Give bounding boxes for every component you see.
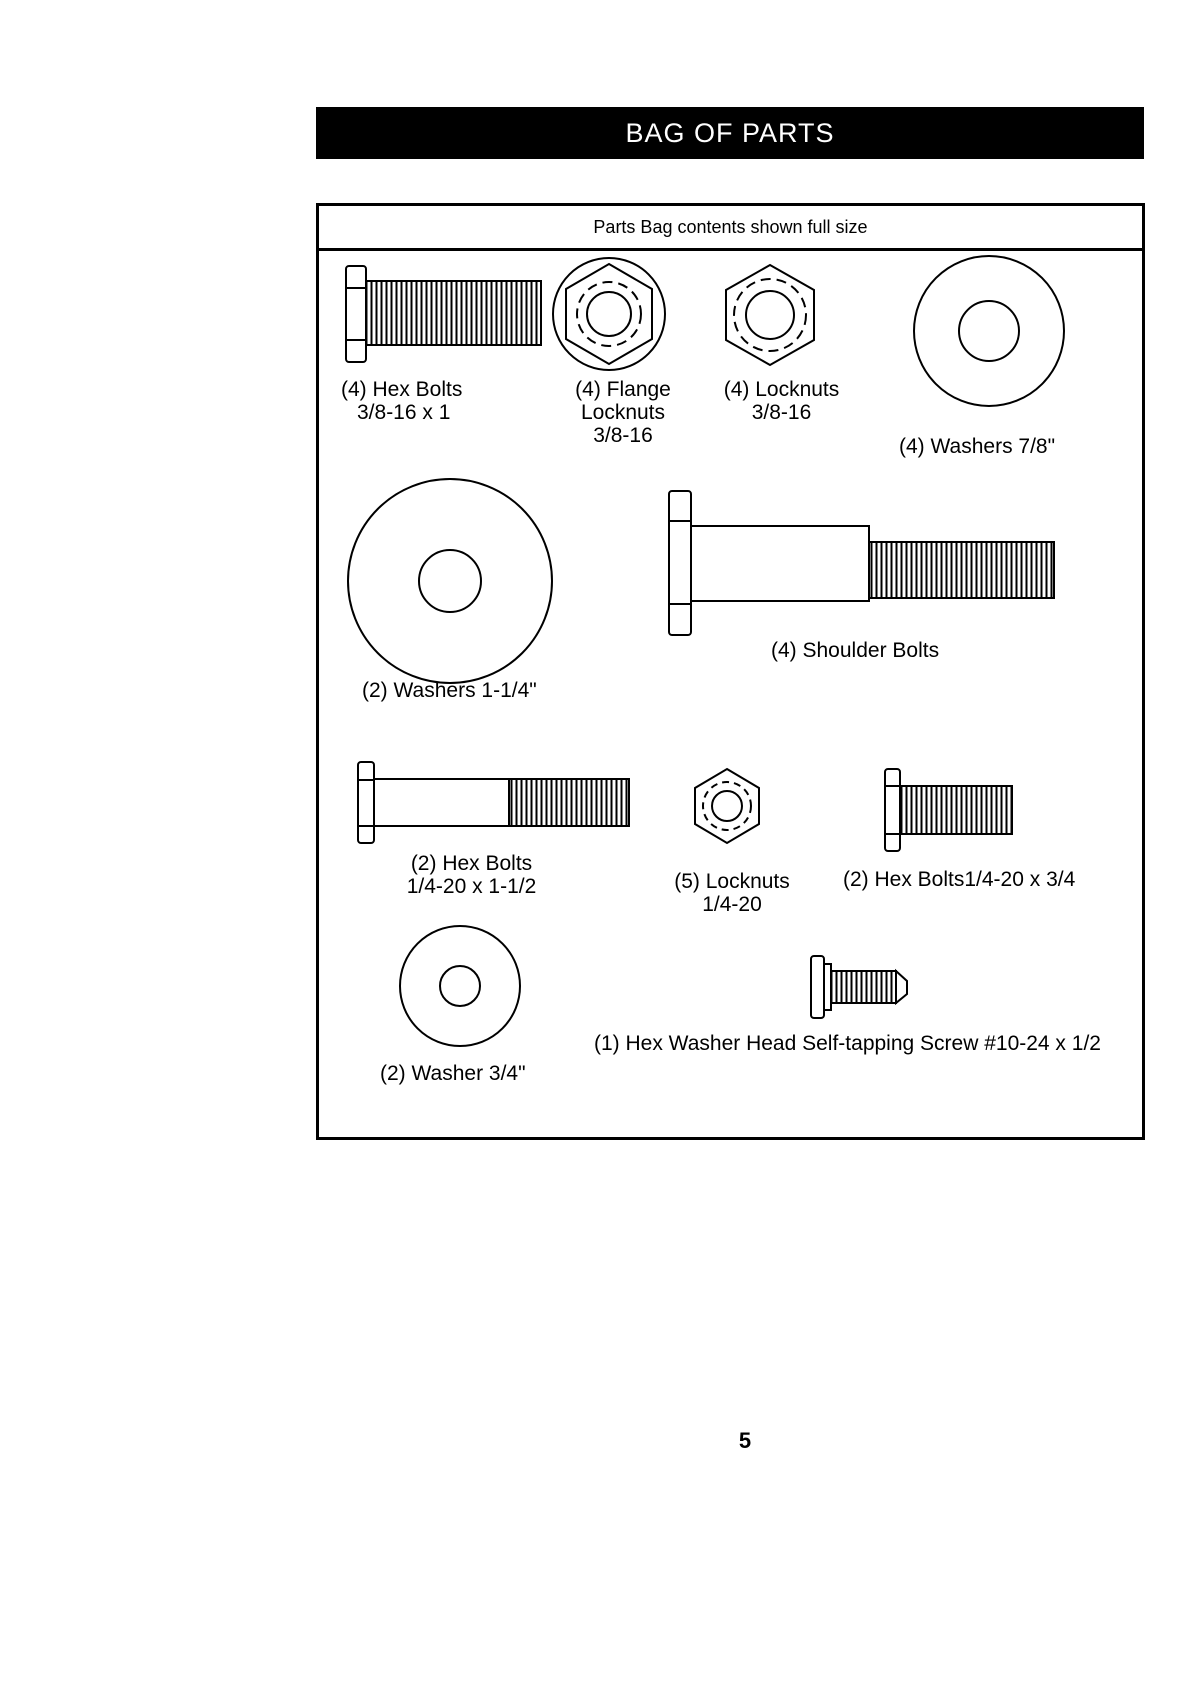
part-label: (2) Washers 1-1/4" bbox=[362, 679, 537, 702]
page-number: 5 bbox=[738, 1428, 752, 1453]
locknut-icon bbox=[725, 263, 815, 367]
part-label: (4) Shoulder Bolts bbox=[771, 639, 940, 662]
banner-title: BAG OF PARTS bbox=[625, 117, 835, 148]
flange-locknut-icon bbox=[552, 257, 666, 371]
part-label: (2) Washer 3/4" bbox=[380, 1062, 526, 1085]
shoulder-bolt-icon bbox=[668, 490, 1055, 636]
parts-drawing bbox=[345, 255, 1065, 1047]
part-label: (5) Locknuts 1/4-20 bbox=[674, 870, 790, 916]
part-label: (1) Hex Washer Head Self-tapping Screw #… bbox=[594, 1032, 1101, 1055]
washer-icon bbox=[913, 255, 1065, 407]
hex-bolt-icon bbox=[884, 768, 1013, 852]
washer-icon bbox=[347, 478, 553, 684]
part-label: (2) Hex Bolts 1/4-20 x 1-1/2 bbox=[406, 852, 537, 898]
hex-bolt-icon bbox=[357, 761, 630, 844]
locknut-icon bbox=[694, 767, 760, 845]
page-banner: BAG OF PARTS bbox=[316, 107, 1144, 159]
washer-icon bbox=[399, 925, 521, 1047]
part-label: (4) Flange Locknuts 3/8-16 bbox=[575, 378, 671, 447]
part-label: (4) Hex Bolts 3/8-16 x 1 bbox=[341, 378, 463, 424]
part-label: (4) Washers 7/8" bbox=[899, 435, 1056, 458]
parts-bag-caption: Parts Bag contents shown full size bbox=[319, 206, 1142, 251]
part-label: (4) Locknuts 3/8-16 bbox=[723, 378, 840, 424]
part-label: (2) Hex Bolts1/4-20 x 3/4 bbox=[843, 868, 1076, 891]
parts-bag-box: Parts Bag contents shown full size bbox=[316, 203, 1145, 1140]
hex-bolt-icon bbox=[345, 265, 542, 363]
self-tapping-screw-icon bbox=[810, 955, 908, 1019]
